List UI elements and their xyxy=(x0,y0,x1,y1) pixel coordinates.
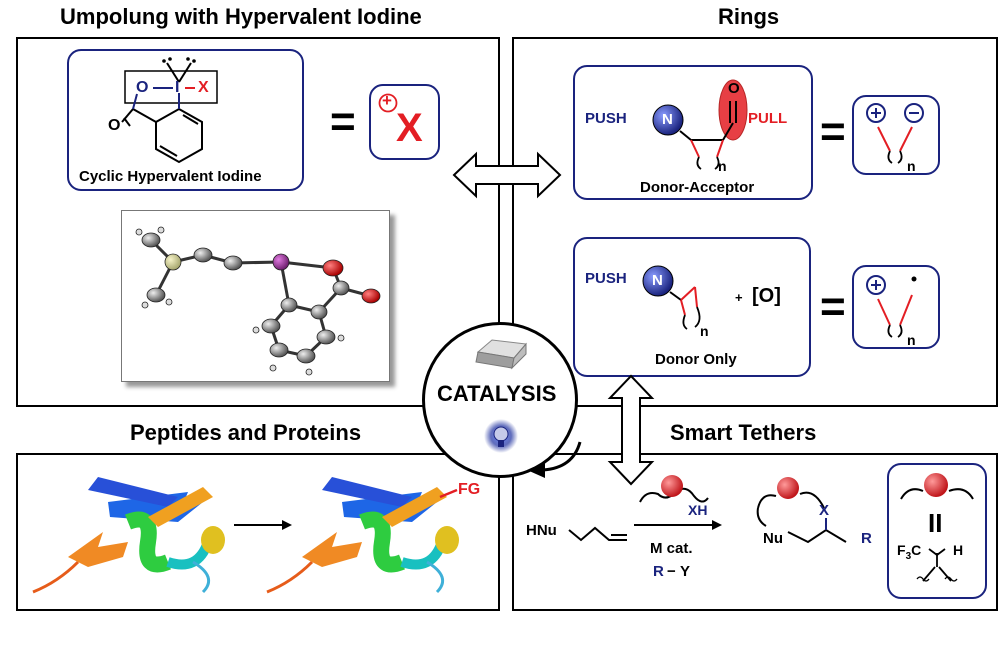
fg-label: FG xyxy=(458,481,481,498)
product-x-label: X xyxy=(819,502,830,519)
pull-label: PULL xyxy=(748,110,788,127)
protein-ribbon-right xyxy=(266,477,459,594)
plus-charge-icon xyxy=(378,93,398,113)
cf3-equivalence-box xyxy=(887,463,987,599)
push-label-donor-only: PUSH xyxy=(585,270,627,287)
lightbulb-icon xyxy=(484,419,518,453)
n-atom-donor-only: N xyxy=(652,272,663,289)
product-r-label: R xyxy=(861,530,872,547)
zwitterion-svg xyxy=(866,103,924,164)
donor-acceptor-caption: Donor-Acceptor xyxy=(640,179,755,196)
reaction-arrow-protein xyxy=(234,520,292,530)
equals-sign-iodine: = xyxy=(330,97,356,146)
hnu-label: HNu xyxy=(526,522,557,539)
zwitterion-box xyxy=(852,95,940,175)
radical-cation-svg xyxy=(866,275,917,338)
product-nu-label: Nu xyxy=(763,530,783,547)
double-arrow-vertical-icon xyxy=(607,374,655,486)
donor-acceptor-svg xyxy=(652,79,748,170)
plus-sign-oxidant: + xyxy=(735,290,743,305)
iodine-structure-svg xyxy=(121,57,218,164)
title-rings: Rings xyxy=(718,4,780,29)
cf3-c: C xyxy=(911,542,922,558)
subscript-n-zwitterion: n xyxy=(907,158,916,174)
cf3-label: F3C xyxy=(897,542,921,562)
allyl-chain-svg xyxy=(568,526,627,542)
crystal-structure-svg xyxy=(135,226,381,376)
donor-only-box xyxy=(573,237,811,377)
iodine-caption: Cyclic Hypervalent Iodine xyxy=(79,168,262,185)
atom-iodine: I xyxy=(175,79,180,96)
electrophile-x: X xyxy=(396,106,423,150)
atom-carbonyl-o: O xyxy=(108,117,121,134)
carbonyl-o-da: O xyxy=(728,80,740,97)
subscript-n-donor-only: n xyxy=(700,323,709,339)
ry-y-label: Y xyxy=(680,563,691,580)
ry-dash-label: − xyxy=(667,563,676,580)
reaction-arrow-tether xyxy=(634,520,722,530)
ry-r-label: R xyxy=(653,563,664,580)
equals-sign-donor-only: = xyxy=(820,282,846,331)
atom-x: X xyxy=(198,79,209,96)
subscript-n-radical: n xyxy=(907,332,916,348)
subscript-n-da: n xyxy=(718,158,727,174)
donor-only-caption: Donor Only xyxy=(655,351,737,368)
catalyst-label: M cat. xyxy=(650,540,693,557)
oxidant-label: [O] xyxy=(752,285,781,307)
crystal-structure-image xyxy=(121,210,390,382)
radical-cation-box xyxy=(852,265,940,349)
equivalence-mark: II xyxy=(928,508,943,538)
donor-acceptor-box xyxy=(573,65,813,200)
push-label-da: PUSH xyxy=(585,110,627,127)
iodine-structure-box xyxy=(67,49,304,191)
title-smart-tethers: Smart Tethers xyxy=(670,420,817,445)
double-arrow-horizontal-icon xyxy=(452,151,562,199)
atom-o-ring: O xyxy=(136,79,149,96)
electrophile-x-box xyxy=(369,84,440,160)
curved-arrow-icon xyxy=(527,441,582,478)
cf3-subscript: 3 xyxy=(905,550,912,562)
catalysis-label: CATALYSIS xyxy=(437,381,557,406)
h-atom-label: H xyxy=(953,542,964,558)
equals-sign-da: = xyxy=(820,107,846,156)
tether-reagent-svg xyxy=(639,475,709,503)
cf3-f: F xyxy=(897,542,906,558)
protein-ribbon-left xyxy=(32,477,225,594)
silver-ingot-icon xyxy=(475,339,527,370)
title-peptides: Peptides and Proteins xyxy=(130,420,362,445)
n-atom-da: N xyxy=(662,111,673,128)
xh-label: XH xyxy=(688,502,708,518)
cf3-tether-svg xyxy=(900,473,974,582)
tether-product-svg xyxy=(756,477,847,544)
electrophile-plus: + xyxy=(382,91,392,110)
title-umpolung: Umpolung with Hypervalent Iodine xyxy=(60,4,422,29)
donor-only-svg xyxy=(642,265,701,330)
